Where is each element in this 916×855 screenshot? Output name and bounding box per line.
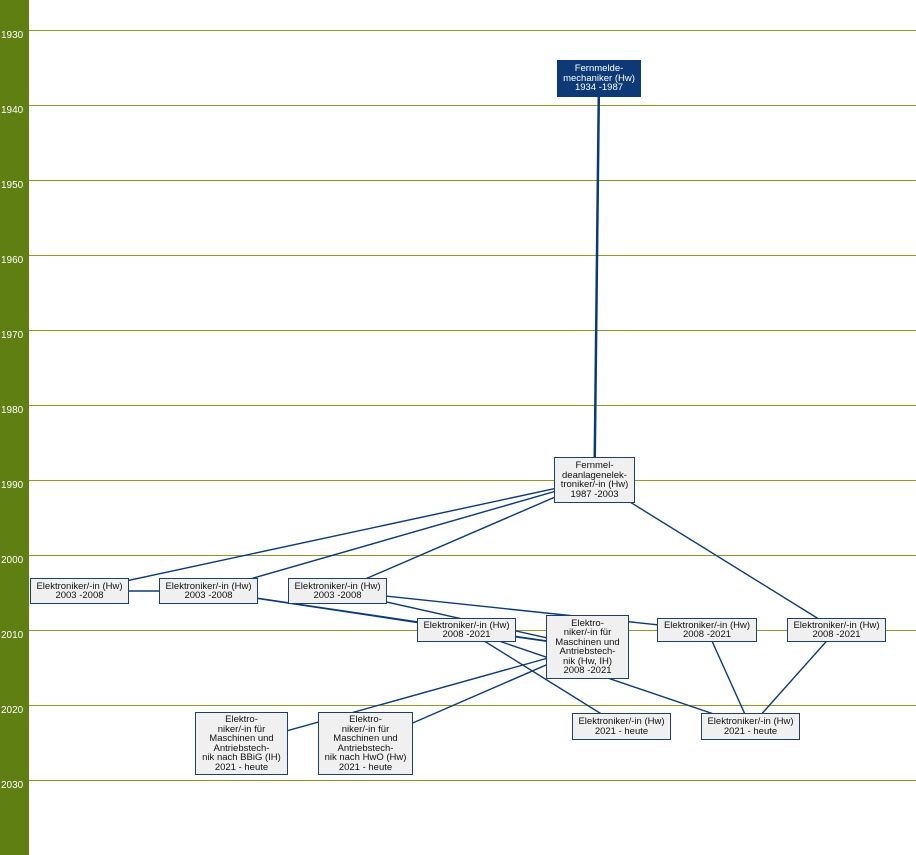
gridline-1940: [29, 105, 916, 106]
occupation-node-n1[interactable]: Fernmelde-mechaniker (Hw)1934 -1987: [557, 60, 641, 97]
occupation-node-n9[interactable]: Elektroniker/-in (Hw)2008 -2021: [787, 618, 886, 642]
node-period: 2008 -2021: [442, 629, 491, 640]
node-title-line: nik nach BBiG (IH): [202, 752, 281, 763]
gridline-1930: [29, 30, 916, 31]
node-period: 1934 -1987: [574, 82, 624, 94]
node-period: 2003 -2008: [184, 590, 233, 601]
occupation-node-n12[interactable]: Elektroniker/-in (Hw)2021 - heute: [572, 713, 671, 740]
edge-n2-n9: [594, 479, 837, 631]
node-title-line: Elektroniker/-in (Hw): [707, 716, 794, 727]
node-title-line: niker/-in für: [563, 627, 612, 638]
edge-n8-n13: [706, 629, 752, 727]
edge-n2-n5: [337, 479, 595, 592]
gridline-1970: [29, 330, 916, 331]
node-title-line: Elektroniker/-in (Hw): [663, 619, 751, 631]
year-label: 1970: [1, 330, 24, 341]
node-title-line: niker/-in für: [217, 723, 266, 735]
occupation-node-n3[interactable]: Elektroniker/-in (Hw)2003 -2008: [30, 578, 129, 604]
edge-n7-n10: [241, 646, 588, 745]
gridline-1980: [29, 405, 916, 406]
node-title-line: nik nach HwO (Hw): [324, 752, 407, 763]
node-title-line: Maschinen und: [333, 733, 398, 744]
node-title-line: Elektroniker/-in (Hw): [423, 619, 510, 631]
node-period: 2003 -2008: [313, 590, 362, 601]
node-title-line: Fernmelde-: [574, 63, 624, 75]
node-title-line: Elektro-: [571, 617, 604, 629]
edge-n2-n4: [208, 479, 595, 592]
gridline-2000: [29, 555, 916, 556]
node-period: 2003 -2008: [55, 590, 104, 601]
timeline-axis: [0, 0, 29, 855]
node-title-line: Antriebstech-: [559, 646, 616, 657]
node-period: 2008 -2021: [682, 629, 732, 640]
node-period: 2021 - heute: [338, 761, 393, 773]
year-label: 1980: [1, 405, 24, 416]
gridline-2030: [29, 780, 916, 781]
year-label: 1940: [1, 105, 24, 116]
edge-n9-n13: [749, 629, 838, 727]
occupation-node-n2[interactable]: Fernmel-deanlagenelek-troniker/-in (Hw)1…: [554, 457, 635, 503]
node-period: 2021 - heute: [594, 725, 649, 737]
node-period: 1987 -2003: [570, 488, 619, 500]
node-title-line: Elektro-: [225, 714, 258, 725]
edge-n5-n8: [337, 590, 708, 631]
node-title-line: deanlagenelek-: [562, 469, 627, 481]
occupation-node-n6[interactable]: Elektroniker/-in (Hw)2008 -2021: [417, 618, 516, 642]
node-title-line: mechaniker (Hw): [563, 72, 635, 84]
node-period: 2008 -2021: [563, 665, 612, 676]
occupation-node-n13[interactable]: Elektroniker/-in (Hw)2021 - heute: [701, 713, 800, 740]
occupation-node-n4[interactable]: Elektroniker/-in (Hw)2003 -2008: [159, 578, 258, 604]
node-title-line: Elektroniker/-in (Hw): [578, 716, 665, 727]
node-title-line: troniker/-in (Hw): [560, 479, 629, 490]
edge-n2-n3: [79, 479, 595, 592]
edge-n1-n2: [593, 78, 601, 481]
occupation-node-n8[interactable]: Elektroniker/-in (Hw)2008 -2021: [657, 618, 757, 642]
node-title-line: Elektro-: [349, 714, 382, 725]
gridline-2020: [29, 705, 916, 706]
node-title-line: Elektroniker/-in (Hw): [294, 580, 381, 592]
year-label: 2020: [1, 705, 24, 716]
gridline-1950: [29, 180, 916, 181]
year-label: 2030: [1, 780, 24, 791]
node-title-line: Elektroniker/-in (Hw): [36, 580, 123, 592]
node-title-line: niker/-in für: [341, 723, 390, 735]
node-period: 2021 - heute: [723, 725, 778, 737]
node-period: 2021 - heute: [214, 761, 269, 773]
occupation-node-n5[interactable]: Elektroniker/-in (Hw)2003 -2008: [288, 578, 387, 604]
node-period: 2008 -2021: [812, 629, 861, 640]
year-label: 2000: [1, 555, 24, 566]
node-title-line: Antriebstech-: [213, 742, 270, 754]
node-title-line: Maschinen und: [555, 636, 620, 648]
year-label: 1960: [1, 255, 24, 266]
gridline-1960: [29, 255, 916, 256]
node-title-line: Maschinen und: [209, 733, 274, 744]
node-title-line: Elektroniker/-in (Hw): [793, 619, 880, 631]
year-label: 1990: [1, 480, 24, 491]
year-label: 2010: [1, 630, 24, 641]
node-title-line: Elektroniker/-in (Hw): [165, 580, 252, 592]
node-title-line: Antriebstech-: [337, 742, 394, 754]
gridline-1990: [29, 480, 916, 481]
year-label: 1930: [1, 30, 24, 41]
node-title-line: Fernmel-: [575, 460, 614, 471]
node-title-line: nik (Hw, IH): [562, 655, 613, 667]
year-label: 1950: [1, 180, 24, 191]
edge-n6-n12: [466, 629, 622, 728]
